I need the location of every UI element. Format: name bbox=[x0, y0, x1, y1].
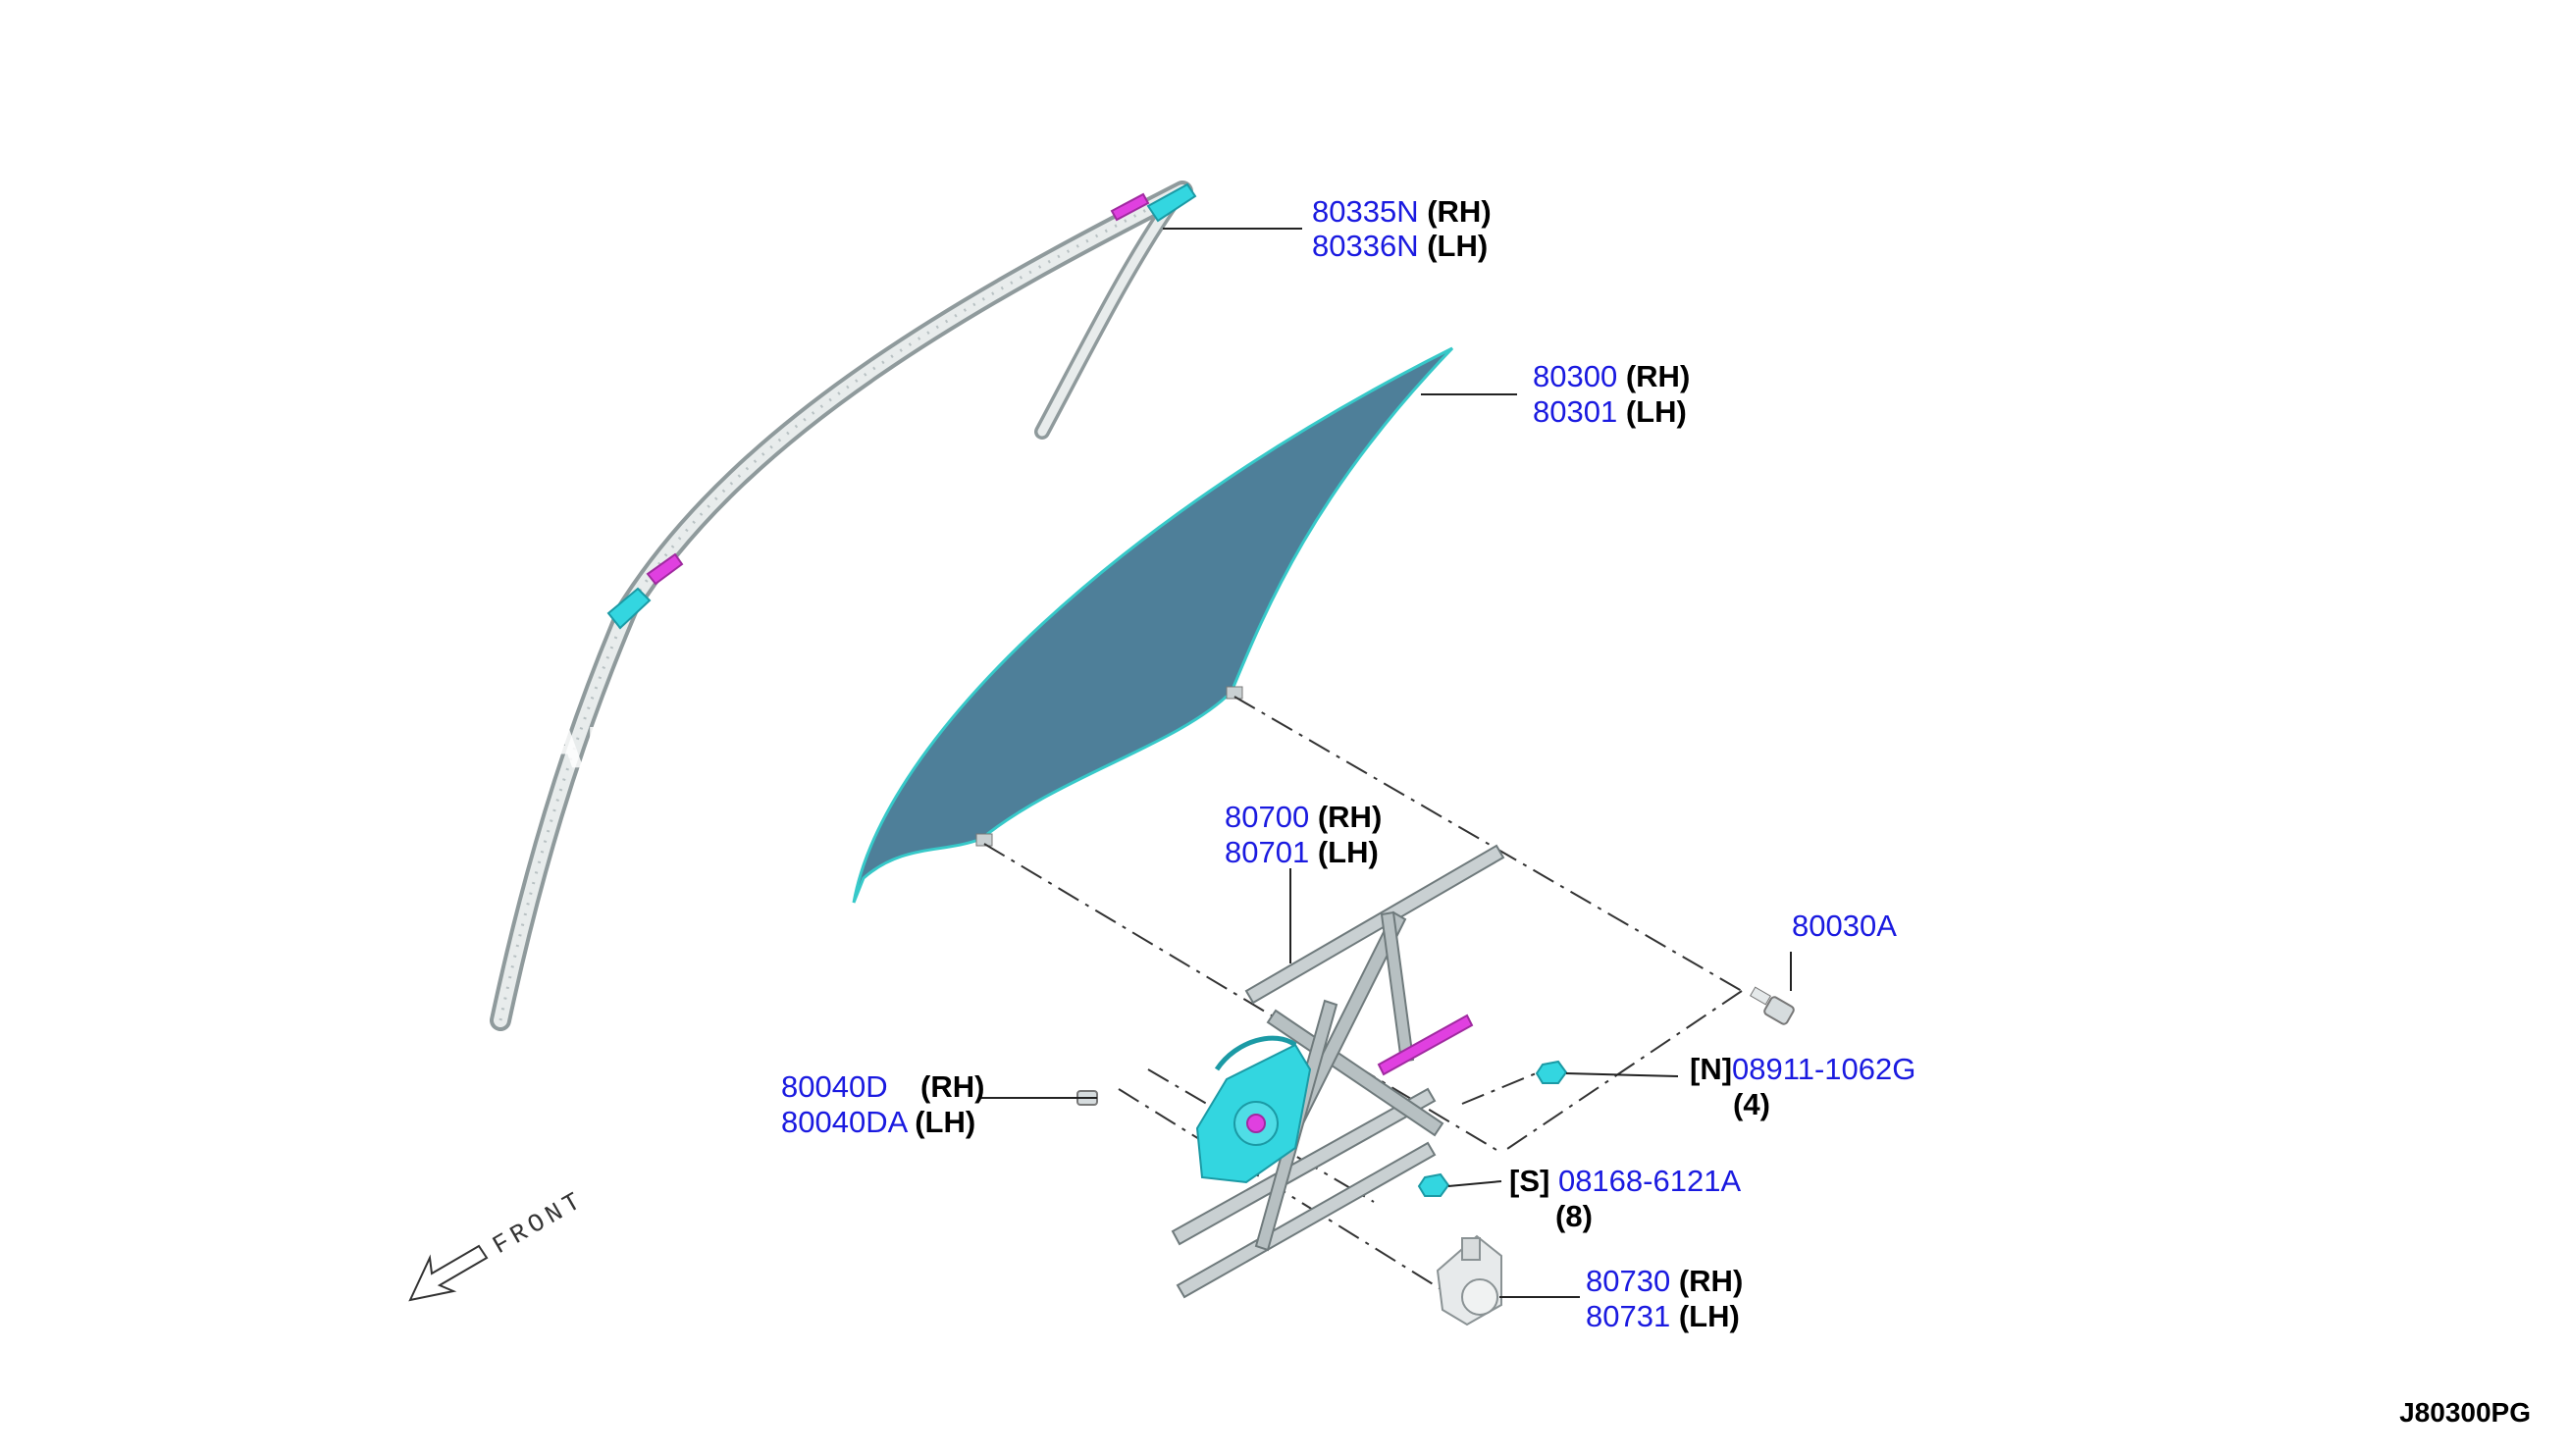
callout-screw: [S] 08168-6121A bbox=[1509, 1164, 1741, 1199]
side-label: (RH) bbox=[1317, 800, 1383, 834]
fastener-code-n: [N] bbox=[1690, 1052, 1733, 1086]
front-label: FRONT bbox=[488, 1184, 590, 1260]
part-number-link[interactable]: 80700 bbox=[1225, 800, 1310, 834]
part-number-link[interactable]: 80335N bbox=[1312, 194, 1419, 229]
leader-lines bbox=[981, 228, 1792, 1298]
regulator-motor bbox=[1436, 1234, 1502, 1326]
callout-glass-rh: 80300 (RH) bbox=[1533, 359, 1690, 394]
callout-regulator-lh: 80701 (LH) bbox=[1225, 835, 1379, 870]
door-sash-channel bbox=[490, 181, 1197, 1031]
callout-bolt: 80030A bbox=[1792, 909, 1897, 944]
bolt-80030A-shape bbox=[1750, 986, 1795, 1025]
side-label: (LH) bbox=[1317, 835, 1379, 869]
part-number-link[interactable]: 08911-1062G bbox=[1732, 1052, 1916, 1086]
part-number-link[interactable]: 08168-6121A bbox=[1557, 1164, 1742, 1198]
callout-sash-lh: 80336N (LH) bbox=[1312, 229, 1488, 264]
callout-sash-rh: 80335N (RH) bbox=[1312, 194, 1492, 230]
part-number-link[interactable]: 80040DA bbox=[781, 1105, 907, 1139]
callout-nut: [N]08911-1062G bbox=[1690, 1052, 1915, 1087]
callout-screw-qty: (8) bbox=[1555, 1199, 1593, 1234]
side-label: (RH) bbox=[1625, 359, 1691, 393]
screw-08168-shape bbox=[1417, 1172, 1450, 1197]
part-number-link[interactable]: 80336N bbox=[1312, 229, 1419, 263]
watermark-text: Auto P bbox=[530, 698, 777, 784]
side-label: (LH) bbox=[1427, 229, 1489, 263]
part-number-link[interactable]: 80301 bbox=[1533, 394, 1618, 429]
side-label: (RH) bbox=[920, 1069, 985, 1104]
part-number-link[interactable]: 80730 bbox=[1586, 1264, 1671, 1298]
quantity-label: (8) bbox=[1555, 1199, 1593, 1233]
callout-motor-rh: 80730 (RH) bbox=[1586, 1264, 1743, 1299]
callout-nut-qty: (4) bbox=[1733, 1087, 1770, 1122]
door-glass bbox=[852, 346, 1454, 904]
side-label: (LH) bbox=[915, 1105, 976, 1139]
fastener-code-s: [S] bbox=[1509, 1164, 1550, 1198]
part-number-link[interactable]: 80030A bbox=[1792, 909, 1897, 943]
side-label: (LH) bbox=[1678, 1299, 1740, 1333]
part-number-link[interactable]: 80300 bbox=[1533, 359, 1618, 393]
callout-grommet-lh: 80040DA (LH) bbox=[781, 1105, 975, 1140]
part-number-link[interactable]: 80701 bbox=[1225, 835, 1310, 869]
nut-08911-shape bbox=[1535, 1060, 1568, 1084]
callout-grommet-rh: 80040D bbox=[781, 1069, 888, 1105]
window-regulator bbox=[1171, 844, 1505, 1299]
side-label: (RH) bbox=[1427, 194, 1492, 229]
side-label: (RH) bbox=[1678, 1264, 1744, 1298]
front-arrow-icon bbox=[408, 1244, 489, 1302]
callout-motor-lh: 80731 (LH) bbox=[1586, 1299, 1740, 1334]
callout-grommet-rh-side: (RH) bbox=[920, 1069, 984, 1105]
part-number-link[interactable]: 80040D bbox=[781, 1069, 888, 1104]
quantity-label: (4) bbox=[1733, 1087, 1770, 1121]
callout-glass-lh: 80301 (LH) bbox=[1533, 394, 1687, 430]
part-number-link[interactable]: 80731 bbox=[1586, 1299, 1671, 1333]
callout-regulator-rh: 80700 (RH) bbox=[1225, 800, 1382, 835]
diagram-code: J80300PG bbox=[2399, 1397, 2531, 1428]
side-label: (LH) bbox=[1625, 394, 1687, 429]
